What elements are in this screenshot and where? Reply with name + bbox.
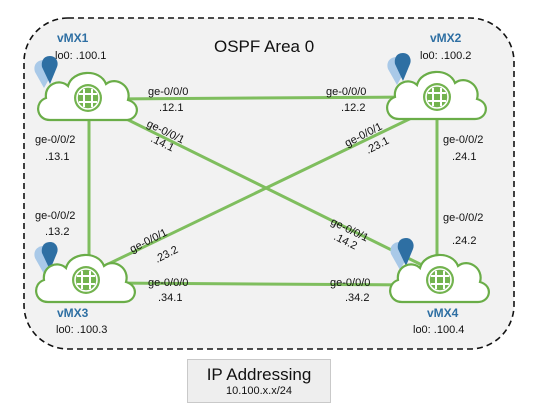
router-icon <box>425 265 455 295</box>
ip-label-vmx3-1-3: .13.2 <box>45 226 69 238</box>
router-loopback-vmx2: lo0: .100.2 <box>420 50 471 62</box>
if-label-vmx2-1-2: ge-0/0/0 <box>326 86 366 98</box>
if-label-vmx4-2-4: ge-0/0/2 <box>443 212 483 224</box>
ip-label-vmx4-3-4: .34.2 <box>345 292 369 304</box>
if-label-vmx1-1-2: ge-0/0/0 <box>148 86 188 98</box>
ip-label-vmx3-3-4: .34.1 <box>158 292 182 304</box>
if-label-vmx4-3-4: ge-0/0/0 <box>330 277 370 289</box>
ip-label-vmx4-2-4: .24.2 <box>452 235 476 247</box>
ip-addressing-box: IP Addressing 10.100.x.x/24 <box>187 359 331 403</box>
link-vmx3-vmx4 <box>106 281 420 287</box>
router-icon <box>71 265 101 295</box>
router-icon <box>73 83 103 113</box>
if-label-vmx1-1-3: ge-0/0/2 <box>35 134 75 146</box>
router-name-vmx4: vMX4 <box>427 306 459 320</box>
ip-label-vmx2-2-4: .24.1 <box>452 151 476 163</box>
link-vmx2-vmx3 <box>98 110 426 270</box>
ospf-area-title: OSPF Area 0 <box>214 37 314 56</box>
router-loopback-vmx1: lo0: .100.1 <box>55 50 106 62</box>
router-loopback-vmx4: lo0: .100.4 <box>413 324 464 336</box>
ip-addressing-title: IP Addressing <box>206 365 312 384</box>
ip-label-vmx1-1-2: .12.1 <box>159 102 183 114</box>
ip-label-vmx1-1-3: .13.1 <box>45 151 69 163</box>
router-icon <box>422 82 452 112</box>
router-name-vmx3: vMX3 <box>57 306 89 320</box>
links <box>87 95 439 287</box>
ip-label-vmx2-1-2: .12.2 <box>341 102 365 114</box>
if-label-vmx3-1-3: ge-0/0/2 <box>35 210 75 222</box>
ip-addressing-subnet: 10.100.x.x/24 <box>225 385 293 397</box>
router-name-vmx2: vMX2 <box>430 31 462 45</box>
if-label-vmx2-2-4: ge-0/0/2 <box>443 134 483 146</box>
router-name-vmx1: vMX1 <box>57 31 89 45</box>
router-loopback-vmx3: lo0: .100.3 <box>56 324 107 336</box>
link-vmx1-vmx2 <box>96 95 414 101</box>
if-label-vmx3-3-4: ge-0/0/0 <box>148 277 188 289</box>
